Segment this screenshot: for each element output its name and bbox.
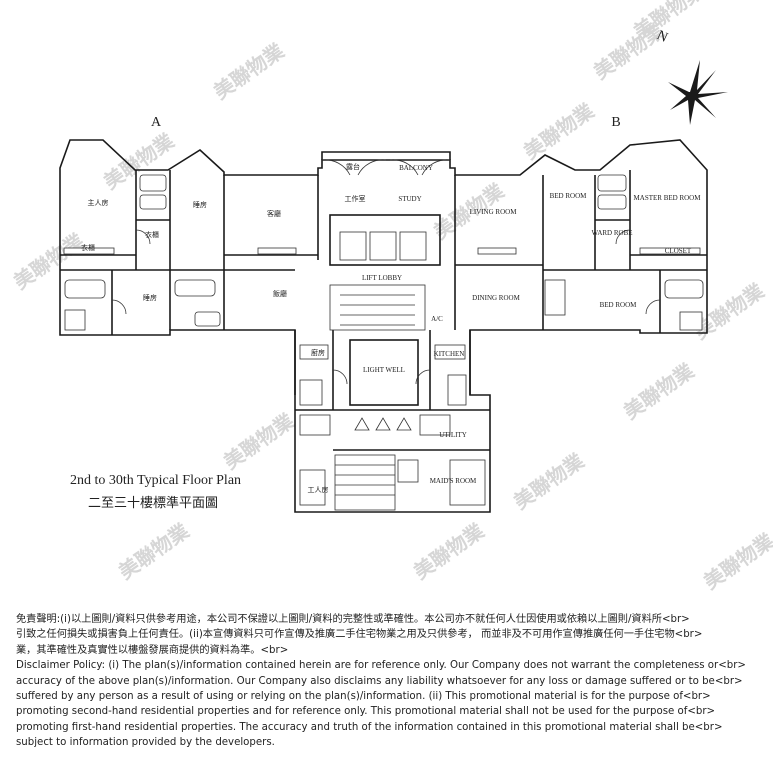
wing-a-label: A <box>151 115 162 130</box>
disclaimer-line: subject to information provided by the d… <box>16 737 275 749</box>
room-label: 飯廳 <box>273 289 287 298</box>
room-label: STUDY <box>398 195 421 203</box>
room-label: CLOSET <box>665 247 692 255</box>
watermark: 美聯物業 <box>509 448 589 514</box>
disclaimer-line: Disclaimer Policy: (i) The plan(s)/infor… <box>16 660 746 672</box>
room-label: WARD ROBE <box>591 229 632 237</box>
floor-plan: 美聯物業 美聯物業 美聯物業 美聯物業 美聯物業 美聯物業 美聯物業 美聯物業 … <box>9 0 773 594</box>
disclaimer: 免責聲明:(i)以上圖則/資料只供參考用途，本公司不保證以上圖則/資料的完整性或… <box>16 612 766 751</box>
disclaimer-line: promoting first-hand residential propert… <box>16 721 723 733</box>
core <box>329 214 441 511</box>
watermark: 美聯物業 <box>99 128 179 194</box>
room-label: 睡房 <box>193 200 207 209</box>
watermark: 美聯物業 <box>219 408 299 474</box>
watermark: 美聯物業 <box>114 518 194 584</box>
room-label: 客廳 <box>267 209 281 218</box>
outer-walls <box>59 139 708 513</box>
room-label: LIFT LOBBY <box>362 274 402 282</box>
room-label: 衣櫃 <box>81 243 95 252</box>
disclaimer-line: suffered by any person as a result of us… <box>16 691 711 703</box>
disclaimer-line: accuracy of the above plan(s)/informatio… <box>16 675 743 687</box>
compass-icon: N <box>654 28 728 125</box>
disclaimer-line: 引致之任何損失或損害負上任何責任。(ii)本宣傳資料只可作宣傳及推廣二手住宅物業… <box>16 629 703 641</box>
room-label: MAID'S ROOM <box>430 477 477 485</box>
watermark: 美聯物業 <box>589 18 669 84</box>
room-label: BED ROOM <box>550 192 588 200</box>
watermark: 美聯物業 <box>619 358 699 424</box>
room-label: UTILITY <box>439 431 467 439</box>
watermark: 美聯物業 <box>519 98 599 164</box>
wing-b-label: B <box>611 115 620 130</box>
door-swings <box>111 159 661 385</box>
room-label: 衣櫃 <box>145 230 159 239</box>
plan-title-zh: 二至三十樓標準平面圖 <box>88 495 218 511</box>
internal-walls-left <box>60 170 490 451</box>
room-label: BALCONY <box>399 164 433 172</box>
watermark: 美聯物業 <box>409 518 489 584</box>
room-labels: 主人房 睡房 衣櫃 衣櫃 睡房 客廳 露台 工作室 飯廳 廚房 工人房 BALC… <box>81 162 701 494</box>
room-label: 廚房 <box>311 348 325 357</box>
room-label: 工作室 <box>345 194 366 203</box>
room-label: KITCHEN <box>434 350 465 358</box>
room-label: DINING ROOM <box>472 294 520 302</box>
disclaimer-line: 免責聲明:(i)以上圖則/資料只供參考用途，本公司不保證以上圖則/資料的完整性或… <box>16 614 690 625</box>
room-label: 主人房 <box>88 198 109 207</box>
fixtures <box>63 174 704 506</box>
room-label: LIGHT WELL <box>363 366 405 374</box>
room-label: 露台 <box>346 162 360 171</box>
room-label: A/C <box>431 315 443 323</box>
internal-walls-right <box>429 170 707 410</box>
disclaimer-line: promoting second-hand residential proper… <box>16 706 716 718</box>
watermark: 美聯物業 <box>699 528 773 594</box>
plan-title-en: 2nd to 30th Typical Floor Plan <box>70 473 241 488</box>
room-label: BED ROOM <box>600 301 638 309</box>
room-label: MASTER BED ROOM <box>634 194 702 202</box>
room-label: 工人房 <box>308 485 329 494</box>
disclaimer-line: 業，其準確性及真實性以樓盤發展商提供的資料為準。<br> <box>16 644 289 656</box>
room-label: 睡房 <box>143 293 157 302</box>
watermark: 美聯物業 <box>209 38 289 104</box>
room-label: LIVING ROOM <box>470 208 518 216</box>
